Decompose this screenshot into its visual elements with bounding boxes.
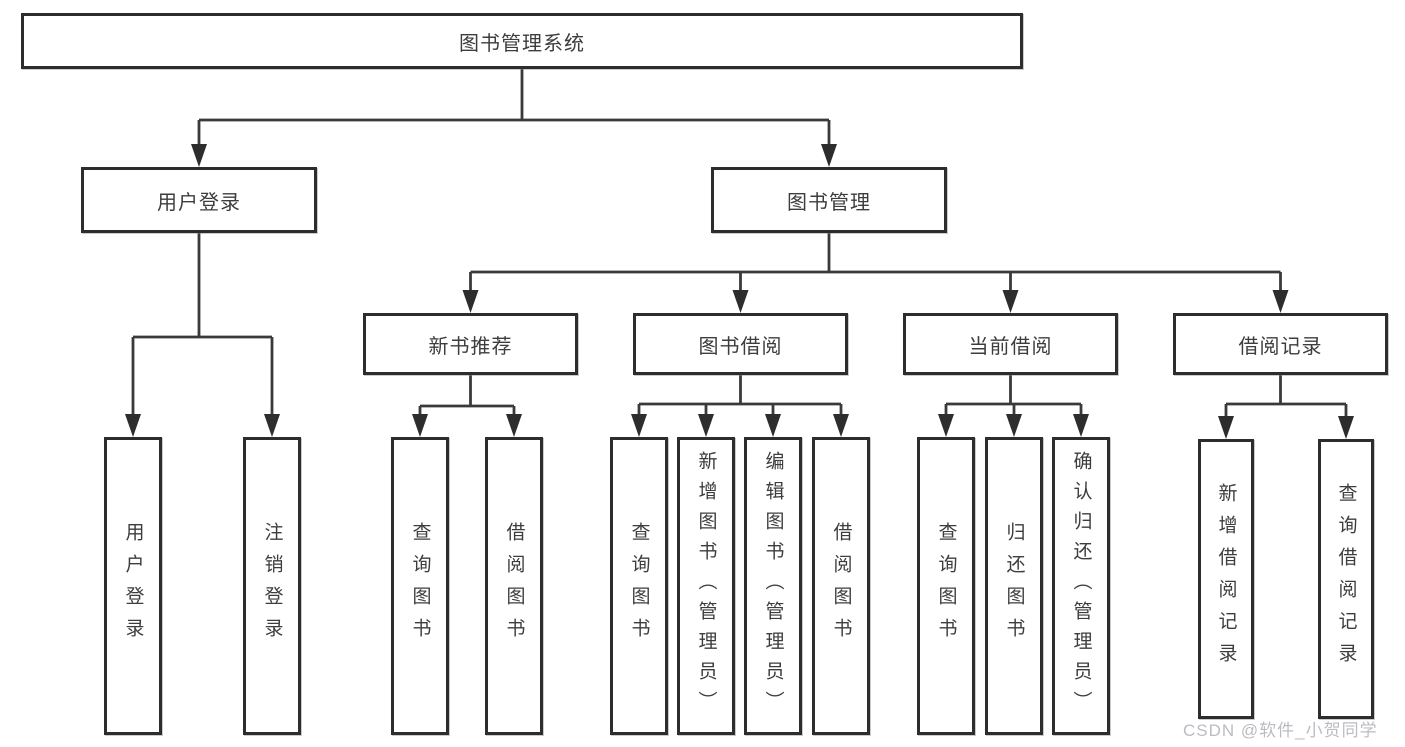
leaf-return-book: 归还图书 (985, 437, 1043, 735)
leaf-edit-book-admin: 编辑图书（管理员） (744, 437, 802, 735)
leaf-query-borrow-record: 查询借阅记录 (1318, 439, 1374, 719)
node-library-management-system: 图书管理系统 (21, 13, 1023, 69)
csdn-watermark: CSDN @软件_小贺同学 (1183, 721, 1378, 740)
connector-paths (131, 69, 1348, 419)
arrowheads (125, 144, 1354, 439)
leaf-logout: 注销登录 (243, 437, 301, 735)
node-user-login: 用户登录 (81, 167, 317, 233)
node-borrowing-records: 借阅记录 (1173, 313, 1388, 375)
leaf-query-books-current: 查询图书 (917, 437, 975, 735)
node-book-borrowing: 图书借阅 (633, 313, 848, 375)
node-current-borrowing: 当前借阅 (903, 313, 1118, 375)
node-new-book-recommend: 新书推荐 (363, 313, 578, 375)
leaf-borrow-books-borrowing: 借阅图书 (812, 437, 870, 735)
leaf-user-login: 用户登录 (104, 437, 162, 735)
leaf-confirm-return-admin: 确认归还（管理员） (1052, 437, 1110, 735)
leaf-query-books-recommend: 查询图书 (391, 437, 449, 735)
leaf-add-book-admin: 新增图书（管理员） (677, 437, 735, 735)
node-book-management: 图书管理 (711, 167, 947, 233)
leaf-borrow-books-recommend: 借阅图书 (485, 437, 543, 735)
leaf-add-borrow-record: 新增借阅记录 (1198, 439, 1254, 719)
leaf-query-books-borrowing: 查询图书 (610, 437, 668, 735)
